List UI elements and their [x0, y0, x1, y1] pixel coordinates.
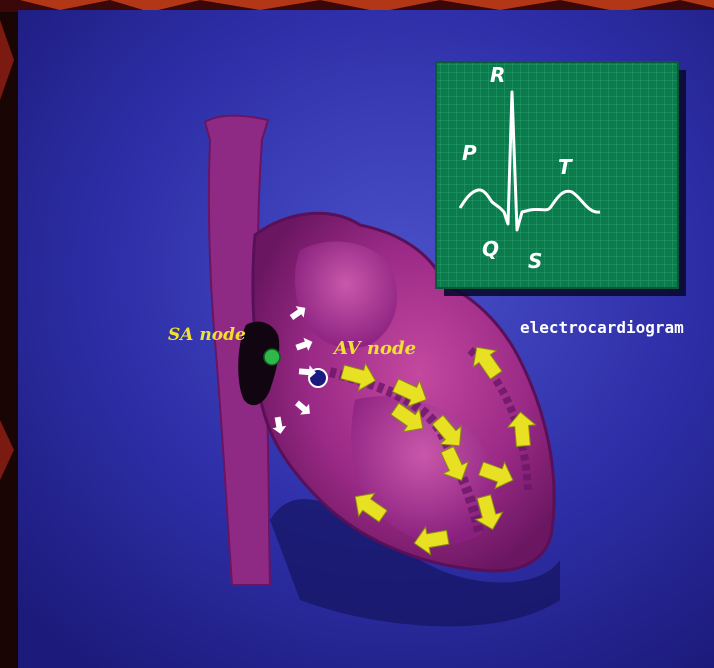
sa-node-label: SA node	[168, 325, 246, 345]
ecg-s-label: S	[528, 249, 542, 273]
ecg-t-label: T	[558, 155, 573, 179]
ecg-p-label: P	[462, 141, 477, 165]
sa-node-dot	[264, 349, 280, 365]
av-node-label: AV node	[332, 338, 416, 359]
ecg-caption: electrocardiogram	[520, 318, 684, 337]
ecg-r-label: R	[490, 63, 505, 87]
ecg-panel: P R T Q S	[436, 62, 686, 296]
ecg-q-label: Q	[482, 237, 499, 261]
